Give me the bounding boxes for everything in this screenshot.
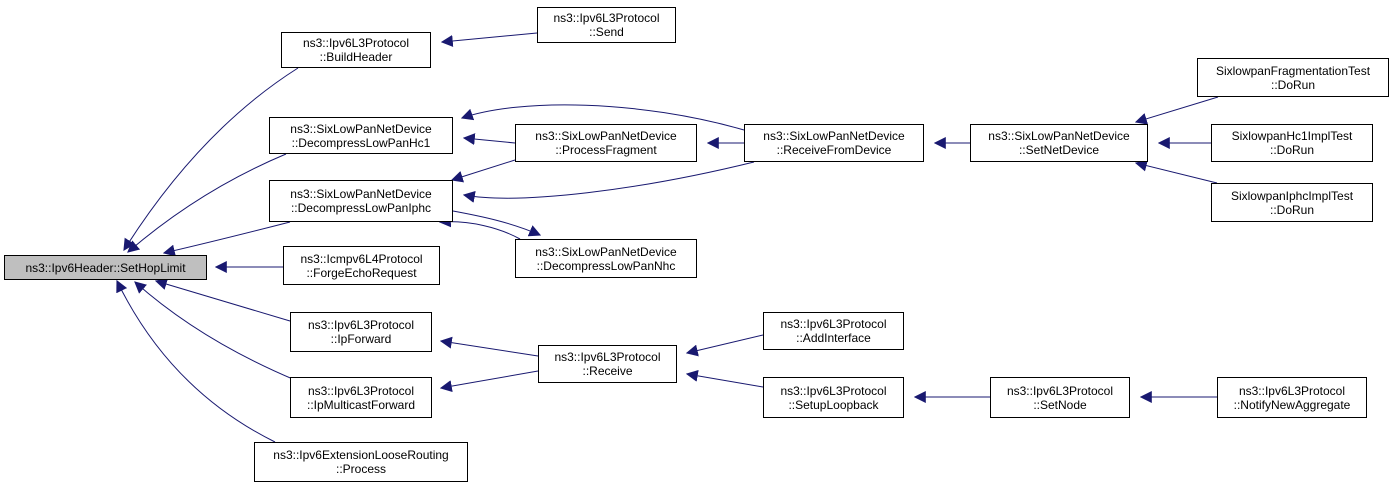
node-ip-multicast-forward-line1: ns3::Ipv6L3Protocol [307, 383, 415, 398]
node-decompress-nhc[interactable]: ns3::SixLowPanNetDevice ::DecompressLowP… [515, 239, 697, 278]
node-notify-new-aggregate-line2: ::NotifyNewAggregate [1233, 397, 1351, 412]
node-setup-loopback-line2: ::SetupLoopback [788, 397, 879, 412]
node-fragmentation-test-line2: ::DoRun [1270, 77, 1316, 92]
node-forge-echo-request-line2: ::ForgeEchoRequest [306, 265, 417, 280]
node-decompress-iphc-line1: ns3::SixLowPanNetDevice [290, 187, 432, 201]
node-forge-echo-request-line1: ns3::Icmpv6L4Protocol [300, 251, 423, 266]
edge-build-header-to-root [123, 67, 299, 252]
edge-add-interface-to-receive [685, 334, 764, 357]
node-receive-from-device-line1: ns3::SixLowPanNetDevice [763, 129, 905, 143]
edge-process-fragment-to-decompress-iphc [450, 159, 516, 183]
node-setup-loopback[interactable]: ns3::Ipv6L3Protocol ::SetupLoopback [763, 377, 904, 418]
node-ip-multicast-forward[interactable]: ns3::Ipv6L3Protocol ::IpMulticastForward [290, 377, 432, 418]
edge-decompress-iphc-to-root [162, 221, 291, 257]
node-decompress-iphc[interactable]: ns3::SixLowPanNetDevice ::DecompressLowP… [269, 180, 453, 222]
node-decompress-nhc-line2: ::DecompressLowPanNhc [536, 258, 676, 273]
node-process-fragment[interactable]: ns3::SixLowPanNetDevice ::ProcessFragmen… [515, 124, 697, 162]
edges [116, 32, 1219, 443]
node-send-line1: ns3::Ipv6L3Protocol [553, 11, 660, 25]
edge-receive-from-device-to-decompress-hc1 [460, 104, 745, 131]
node-forge-echo-request[interactable]: ns3::Icmpv6L4Protocol ::ForgeEchoRequest [283, 246, 440, 285]
node-set-node-line1: ns3::Ipv6L3Protocol [1006, 383, 1114, 398]
node-iphc-impl-test-line1: SixlowpanIphcImplTest [1230, 188, 1354, 203]
node-ip-forward[interactable]: ns3::Ipv6L3Protocol ::IpForward [290, 312, 432, 352]
node-receive-line2: ::Receive [582, 364, 633, 378]
edge-send-to-build-header [440, 32, 538, 47]
edge-loose-routing-to-root [116, 279, 276, 443]
node-loose-routing-process-line1: ns3::Ipv6ExtensionLooseRouting [273, 448, 449, 462]
node-receive[interactable]: ns3::Ipv6L3Protocol ::Receive [538, 345, 677, 383]
edge-decompress-iphc-to-decompress-nhc [452, 210, 542, 237]
node-loose-routing-process-line2: ::Process [335, 462, 386, 476]
node-add-interface[interactable]: ns3::Ipv6L3Protocol ::AddInterface [763, 312, 904, 350]
node-hc1-impl-test-line2: ::DoRun [1269, 143, 1315, 157]
edge-receive-to-ip-forward [439, 336, 539, 357]
node-set-net-device-line1: ns3::SixLowPanNetDevice [988, 129, 1130, 143]
node-build-header-line1: ns3::Ipv6L3Protocol [302, 36, 410, 50]
node-ip-forward-line1: ns3::Ipv6L3Protocol [307, 318, 415, 332]
node-notify-new-aggregate[interactable]: ns3::Ipv6L3Protocol ::NotifyNewAggregate [1217, 377, 1367, 418]
node-set-node-line2: ::SetNode [1033, 397, 1087, 412]
edge-receive-from-device-to-decompress-iphc [462, 161, 755, 203]
node-add-interface-line1: ns3::Ipv6L3Protocol [780, 317, 887, 331]
node-process-fragment-line2: ::ProcessFragment [555, 143, 657, 157]
node-notify-new-aggregate-line1: ns3::Ipv6L3Protocol [1238, 383, 1346, 398]
edge-decompress-nhc-to-decompress-iphc [438, 215, 521, 240]
node-iphc-impl-test-line2: ::DoRun [1269, 202, 1315, 217]
node-fragmentation-test[interactable]: SixlowpanFragmentationTest ::DoRun [1197, 58, 1389, 97]
node-set-net-device[interactable]: ns3::SixLowPanNetDevice ::SetNetDevice [970, 124, 1148, 162]
node-decompress-hc1-line1: ns3::SixLowPanNetDevice [290, 121, 432, 136]
node-setup-loopback-line1: ns3::Ipv6L3Protocol [780, 383, 887, 398]
node-decompress-hc1[interactable]: ns3::SixLowPanNetDevice ::DecompressLowP… [269, 117, 453, 154]
node-loose-routing-process[interactable]: ns3::Ipv6ExtensionLooseRouting ::Process [254, 442, 468, 482]
edge-process-fragment-to-decompress-hc1 [462, 133, 516, 146]
node-ip-forward-line2: ::IpForward [330, 332, 392, 346]
node-set-node[interactable]: ns3::Ipv6L3Protocol ::SetNode [990, 377, 1130, 418]
node-receive-from-device-line2: ::ReceiveFromDevice [776, 143, 892, 157]
edge-iphc-impl-test-to-set-net-device [1134, 159, 1218, 184]
node-fragmentation-test-line1: SixlowpanFragmentationTest [1215, 63, 1371, 78]
node-send-line2: ::Send [589, 25, 624, 39]
edge-ip-forward-to-root [154, 278, 291, 322]
node-ip-multicast-forward-line2: ::IpMulticastForward [306, 397, 416, 412]
node-process-fragment-line1: ns3::SixLowPanNetDevice [535, 129, 677, 143]
node-build-header[interactable]: ns3::Ipv6L3Protocol ::BuildHeader [281, 32, 431, 68]
node-send[interactable]: ns3::Ipv6L3Protocol ::Send [537, 7, 676, 43]
node-root-label: ns3::Ipv6Header::SetHopLimit [25, 260, 186, 275]
node-decompress-nhc-line1: ns3::SixLowPanNetDevice [535, 244, 677, 259]
node-iphc-impl-test[interactable]: SixlowpanIphcImplTest ::DoRun [1211, 183, 1373, 222]
node-add-interface-line2: ::AddInterface [796, 331, 871, 345]
node-build-header-line2: ::BuildHeader [319, 50, 393, 64]
node-receive-from-device[interactable]: ns3::SixLowPanNetDevice ::ReceiveFromDev… [744, 124, 924, 162]
node-decompress-hc1-line2: ::DecompressLowPanHc1 [291, 135, 431, 150]
edge-fragmentation-test-to-set-net-device [1134, 96, 1219, 125]
edge-setup-loopback-to-receive [685, 369, 764, 388]
node-root: ns3::Ipv6Header::SetHopLimit [4, 255, 207, 280]
node-decompress-iphc-line2: ::DecompressLowPanIphc [290, 201, 432, 215]
edge-ip-multicast-forward-to-root [134, 281, 296, 381]
node-hc1-impl-test[interactable]: SixlowpanHc1ImplTest ::DoRun [1211, 124, 1373, 162]
edge-receive-to-ip-multicast-forward [439, 370, 539, 393]
node-receive-line1: ns3::Ipv6L3Protocol [554, 350, 661, 364]
edge-decompress-hc1-to-root [127, 153, 287, 253]
node-hc1-impl-test-line1: SixlowpanHc1ImplTest [1231, 129, 1353, 143]
node-set-net-device-line2: ::SetNetDevice [1018, 143, 1100, 157]
